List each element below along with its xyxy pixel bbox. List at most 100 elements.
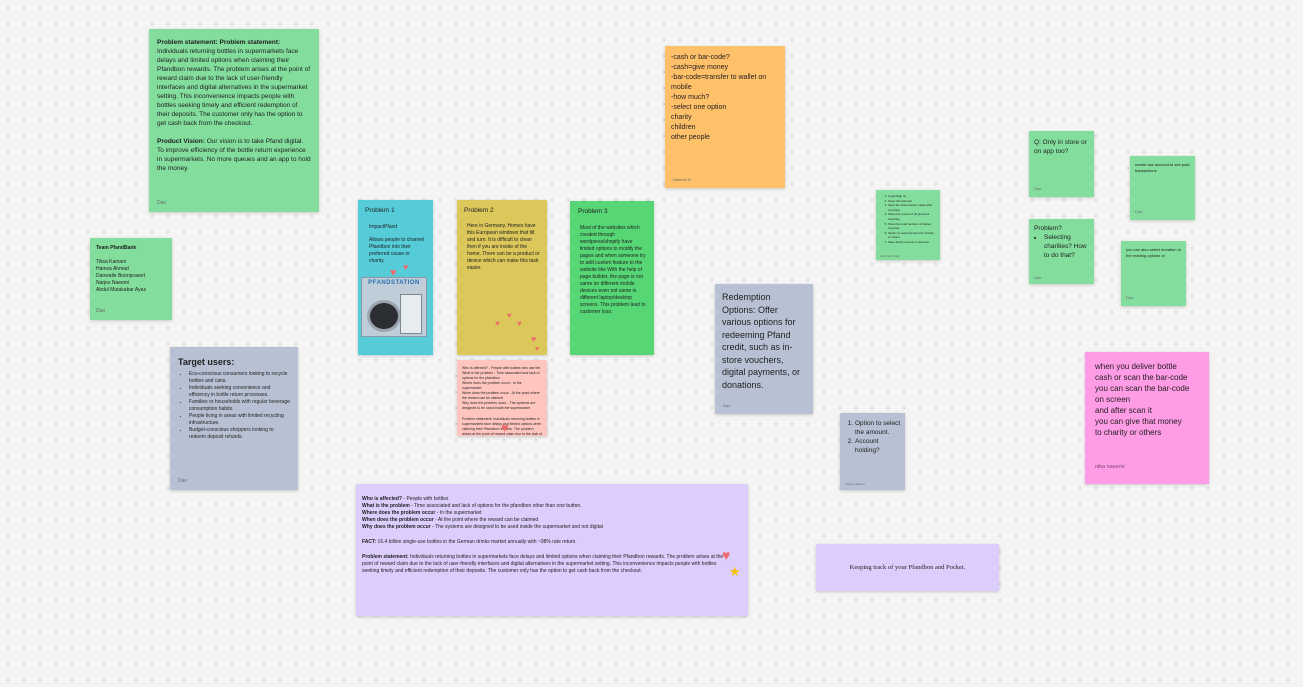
heart-icon: ♥ [507,311,512,320]
big-summary-note[interactable]: Who is affected? - People with bottles W… [356,484,748,616]
cash-line: children [671,124,696,131]
deliver-line: when you deliver bottle [1095,362,1177,371]
problem2-note[interactable]: Problem 2 Here in Germany, Homes have th… [457,200,547,355]
team-member: Hamza Ahmad [96,266,129,272]
machine-panel [400,294,422,334]
heart-icon: ♥ [390,267,397,279]
deliver-line: you can scan the bar-code on screen [1095,384,1190,404]
summary-line: Why does the problem occur - The systems… [462,401,536,410]
deliver-line: you can give that money [1095,417,1182,426]
charities-problem-title: Problem? [1034,225,1062,232]
option-amount-note[interactable]: Option to select the amount. Account hol… [840,413,905,490]
target-users-title: Target users: [178,357,235,367]
heart-icon: ♥ [501,420,509,435]
cash-line: -how much? [671,94,710,101]
tracking-note[interactable]: Keeping track of your Pfandbon and Pocke… [816,544,999,591]
deliver-line: cash or scan the bar-code [1095,373,1188,382]
heart-icon: ♥ [403,262,409,272]
heart-icon: ♥ [535,346,540,353]
team-title: Team PfandBank [96,245,137,251]
cash-line: other people [671,134,710,141]
note-author: Dao [178,478,188,484]
option-item: Option to select the amount. [855,419,901,437]
cash-line: -cash or bar-code? [671,54,730,61]
product-vision-body: Our vision is to take Pfand digital. To … [157,138,311,172]
bottle-slot [367,300,401,332]
step-item: Save all the records in account [888,240,937,245]
target-user-item: Families or households with regular beve… [189,399,290,413]
team-member: Narjes Naeemi [96,280,130,286]
problem-statement-note[interactable]: Problem statement: Problem statement: In… [149,29,319,212]
donation-text: you can also select donation to the exis… [1126,247,1181,258]
summary-line: What is the problem - Time associated an… [462,371,540,380]
step-item: Open the barcode [888,199,937,204]
problem-statement-body: Individuals returning bottles in superma… [157,48,311,127]
charities-problem-item: Selecting charities? How to do that? [1044,233,1089,260]
create-account-note[interactable]: create use account to see past transacti… [1130,156,1195,220]
summary-problem-statement: Problem statement: Individuals returning… [462,417,542,436]
heart-icon: ♥ [531,334,537,344]
product-vision-heading: Product Vision: [157,138,205,145]
summary-line: When does the problem occur - At the poi… [462,391,540,400]
heart-icon: ♥ [722,547,731,563]
deliver-line: and after scan it [1095,406,1152,415]
summary-small-note[interactable]: Who is affected? - People with bottles w… [457,360,547,436]
cash-line: -select one option [671,104,727,111]
note-author: Dao [1034,275,1042,280]
problem1-body: Allows people to channel Pfandbon into t… [369,237,425,264]
summary-when: When does the problem occur - At the poi… [362,517,539,523]
note-author: Narjes Naeemi [845,482,865,486]
problem3-title: Problem 3 [578,208,608,215]
problem3-note[interactable]: Problem 3 Most of the websites which cre… [570,201,654,355]
team-member: Abdul Mutakabar Ayaz [96,287,146,293]
team-note[interactable]: Team PfandBank Titisa Kamani Hamza Ahmad… [90,238,172,320]
team-member: Titisa Kamani [96,259,127,265]
redemption-text: Redemption Options: Offer various option… [722,292,801,390]
steps-note[interactable]: Login/Sign up Open the barcode Save the … [876,190,940,260]
problem2-title: Problem 2 [464,207,494,214]
problem-statement-heading: Problem statement: Problem statement: [157,39,281,46]
pfand-station-image: PFANDSTATION [361,277,427,337]
problem1-subtitle: ImpactPfand [369,224,398,230]
summary-fact: FACT: 16.4 billion single-use bottles in… [362,539,577,545]
heart-icon: ♥ [517,319,522,328]
option-item: Account holding? [855,437,901,455]
note-author: nika naeemi [1095,464,1125,470]
heart-icon: ♥ [495,319,500,328]
donation-note[interactable]: you can also select donation to the exis… [1121,241,1186,306]
note-author: Dao [1034,186,1042,191]
deliver-bottle-note[interactable]: when you deliver bottle cash or scan the… [1085,352,1209,484]
deliver-line: to charity or others [1095,428,1162,437]
step-item: Save the total amount made after recycli… [888,203,937,212]
summary-problem-statement: Problem statement: Individuals returning… [362,554,724,574]
step-item: Show the total number of bottles recycle… [888,222,937,231]
summary-line: Where does the problem occur - In the su… [462,381,522,390]
step-item: Login/Sign up [888,194,937,199]
note-author: Dao [96,308,106,314]
summary-who: Who is affected? - People with bottles [362,496,449,502]
create-account-text: create use account to see past transacti… [1135,162,1190,173]
target-user-item: Budget-conscious shoppers looking to red… [189,427,290,441]
redemption-note[interactable]: Redemption Options: Offer various option… [715,284,813,414]
team-member: Daowalle Boonprasert [96,273,146,279]
problem1-note[interactable]: Problem 1 ImpactPfand Allows people to c… [358,200,433,355]
target-user-item: People living in areas with limited recy… [189,413,290,427]
store-or-app-note[interactable]: Q: Only in store or on app too? Dao [1029,131,1094,197]
summary-where: Where does the problem occur - In the su… [362,510,482,516]
cash-or-barcode-note[interactable]: -cash or bar-code? -cash=give money -bar… [665,46,785,188]
step-item: Show the record of all previous recyclin… [888,212,937,221]
summary-what: What is the problem - Time associated an… [362,503,582,509]
target-users-note[interactable]: Target users: Eco-conscious consumers lo… [170,347,298,490]
note-author: Dao [723,403,731,408]
problem2-body: Here in Germany, Homes have this Europea… [467,223,540,271]
charities-problem-note[interactable]: Problem? Selecting charities? How to do … [1029,219,1094,284]
step-item: Option to select amount for charity or o… [888,231,937,240]
image-caption: PFANDSTATION [368,280,420,286]
summary-line: Who is affected? - People with bottles w… [462,366,541,370]
star-icon: ★ [729,564,741,579]
note-author: Naeemi N [673,177,691,182]
cash-line: charity [671,114,692,121]
note-author: Dao [1135,209,1143,214]
store-or-app-text: Q: Only in store or on app too? [1034,139,1087,155]
target-user-item: Individuals seeking convenience and effi… [189,385,290,399]
